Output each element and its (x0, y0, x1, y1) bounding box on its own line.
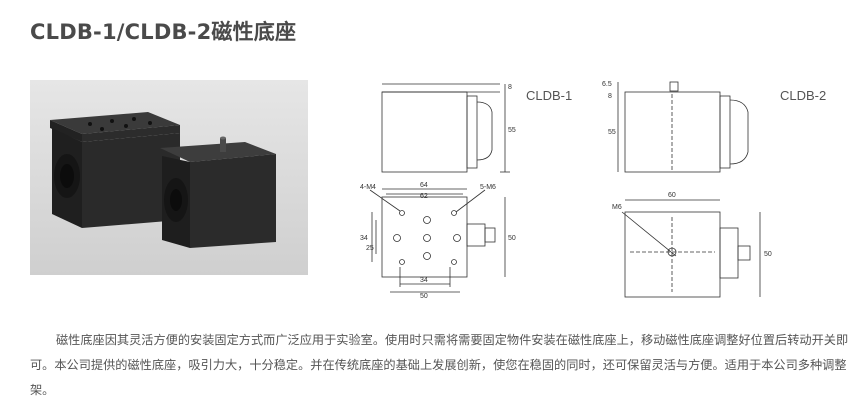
cldb1-side-view (381, 83, 510, 173)
cldb1-dim-side-inner: 25 (366, 245, 374, 252)
cldb1-dim-depth: 50 (508, 235, 516, 242)
cldb1-dim-height: 55 (508, 127, 516, 134)
cldb2-side-view (617, 81, 749, 173)
cldb2-dim-top-2: 8 (608, 93, 612, 100)
cldb2-dim-height: 55 (608, 129, 616, 136)
cldb1-dim-top: 8 (508, 84, 512, 91)
model-label-cldb2: CLDB-2 (780, 88, 826, 103)
cldb1-dim-side-outer: 34 (360, 235, 368, 242)
page-title: CLDB-1/CLDB-2磁性底座 (30, 20, 297, 44)
cldb1-photo (50, 112, 180, 228)
cldb2-photo (160, 136, 276, 248)
technical-drawings: 8 55 64 62 4-M4 5-M6 34 25 50 34 50 6.5 … (360, 81, 826, 300)
cldb1-dim-bottom-outer: 50 (420, 293, 428, 300)
cldb2-bottom-view (621, 199, 761, 298)
product-description: 磁性底座因其灵活方便的安装固定方式而广泛应用于实验室。使用时只需将需要固定物件安… (30, 333, 849, 397)
cldb2-dim-depth: 50 (764, 251, 772, 258)
product-photo (30, 80, 308, 275)
cldb1-label-left: 4-M4 (360, 184, 376, 191)
cldb2-label-hole: M6 (612, 204, 622, 211)
cldb2-dim-width: 60 (668, 192, 676, 199)
model-label-cldb1: CLDB-1 (526, 88, 572, 103)
cldb1-label-right: 5-M6 (480, 184, 496, 191)
cldb2-dim-top-1: 6.5 (602, 81, 612, 88)
cldb1-dim-width-inner: 62 (420, 193, 428, 200)
cldb1-bottom-view (369, 188, 506, 293)
cldb1-dim-bottom-inner: 34 (420, 277, 428, 284)
cldb1-dim-width-outer: 64 (420, 182, 428, 189)
